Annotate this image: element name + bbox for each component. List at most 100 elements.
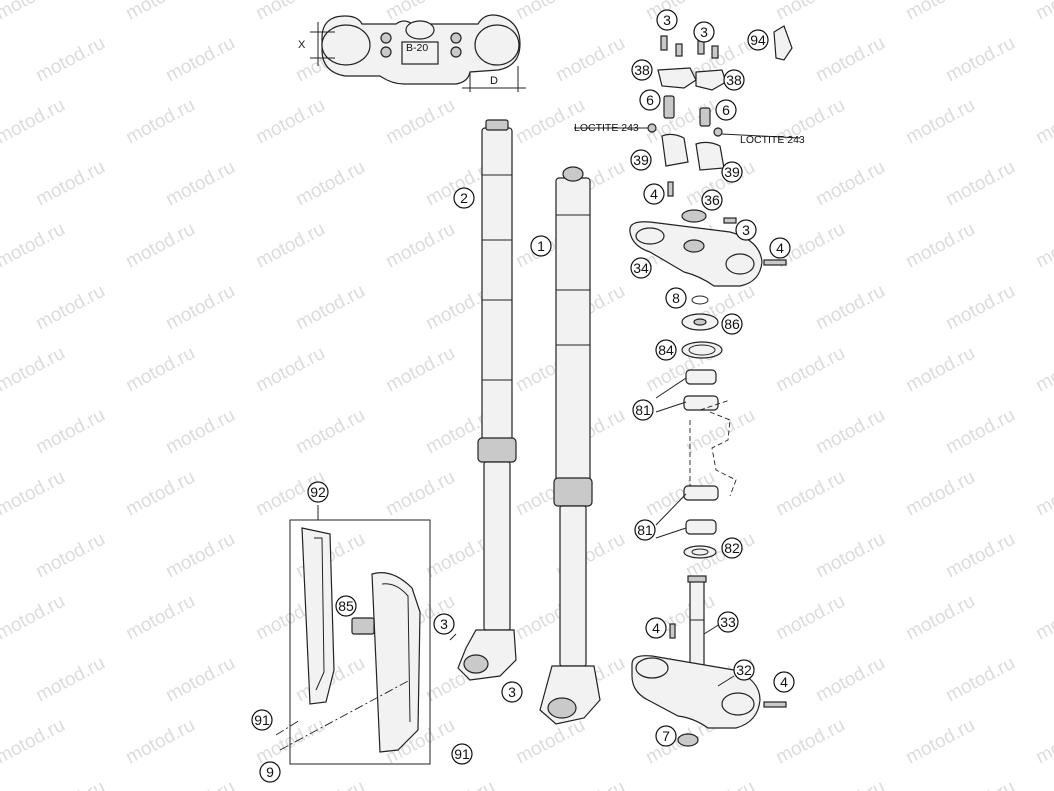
callout-c-6a: 6 [639, 89, 661, 111]
callout-number: 86 [724, 316, 740, 332]
watermark-text: motod.ru [162, 529, 238, 583]
callout-c-4c: 4 [645, 617, 667, 639]
callout-circle [630, 149, 652, 171]
watermark-text: motod.ru [902, 343, 978, 397]
callout-number: 9 [266, 764, 274, 780]
callout-circle [721, 313, 743, 335]
loctite-label-left: LOCTITE 243 [574, 122, 639, 134]
callout-number: 84 [658, 342, 674, 358]
watermark-text: motod.ru [0, 0, 69, 24]
callout-c-3e: 3 [501, 681, 523, 703]
callout-number: 39 [633, 152, 649, 168]
callout-number: 6 [646, 92, 654, 108]
watermark-text: motod.ru [0, 219, 69, 273]
callout-number: 32 [736, 662, 752, 678]
callout-number: 6 [722, 102, 730, 118]
callout-circle [632, 399, 654, 421]
watermark-text: motod.ru [812, 33, 888, 87]
callout-c-39b: 39 [721, 161, 743, 183]
callout-c-6b: 6 [715, 99, 737, 121]
callout-c-2: 2 [453, 187, 475, 209]
watermark-text: motod.ru [772, 467, 848, 521]
watermark-text: motod.ru [902, 219, 978, 273]
watermark-text: motod.ru [382, 95, 458, 149]
callout-circle [251, 709, 273, 731]
callout-c-3c: 3 [735, 219, 757, 241]
watermark-text: motod.ru [552, 777, 628, 791]
watermark-text: motod.ru [252, 219, 328, 273]
callout-circle [665, 287, 687, 309]
callout-number: 3 [700, 24, 708, 40]
callout-circle [701, 189, 723, 211]
watermark-text: motod.ru [122, 95, 198, 149]
callout-c-86: 86 [721, 313, 743, 335]
callout-c-81b: 81 [634, 519, 656, 541]
watermark-text: motod.ru [32, 653, 108, 707]
callout-circle [693, 21, 715, 43]
callout-number: 85 [338, 598, 354, 614]
callout-number: 38 [726, 72, 742, 88]
dimension-d-label: D [490, 75, 498, 87]
callout-number: 7 [662, 728, 670, 744]
callout-c-34: 34 [630, 257, 652, 279]
watermark-text: motod.ru [162, 157, 238, 211]
watermark-text: motod.ru [382, 343, 458, 397]
watermark-text: motod.ru [1032, 95, 1054, 149]
callout-c-81a: 81 [632, 399, 654, 421]
callout-circle [747, 29, 769, 51]
callout-number: 94 [750, 32, 766, 48]
callout-circle [453, 187, 475, 209]
callout-circle [655, 725, 677, 747]
callout-circle [723, 69, 745, 91]
watermark-text: motod.ru [0, 343, 69, 397]
watermark-text: motod.ru [942, 157, 1018, 211]
watermark-text: motod.ru [32, 33, 108, 87]
callout-circle [501, 681, 523, 703]
callout-circle [735, 219, 757, 241]
callout-number: 36 [704, 192, 720, 208]
watermark-text: motod.ru [382, 467, 458, 521]
callout-c-39a: 39 [630, 149, 652, 171]
callout-number: 3 [663, 12, 671, 28]
callout-number: 81 [637, 522, 653, 538]
callout-c-4a: 4 [643, 183, 665, 205]
watermark-text: motod.ru [902, 467, 978, 521]
watermark-text: motod.ru [512, 715, 588, 769]
fork-leg-right [539, 166, 601, 725]
watermark-text: motod.ru [942, 777, 1018, 791]
callout-number: 3 [440, 616, 448, 632]
watermark-text: motod.ru [122, 219, 198, 273]
callout-circle [655, 339, 677, 361]
callout-circle [656, 9, 678, 31]
watermark-text: motod.ru [162, 653, 238, 707]
fork-leg-left [457, 119, 517, 681]
callout-circle [530, 235, 552, 257]
watermark-text: motod.ru [812, 529, 888, 583]
watermark-text: motod.ru [0, 467, 69, 521]
callout-c-38a: 38 [631, 59, 653, 81]
watermark-text: motod.ru [122, 591, 198, 645]
callout-number: 81 [635, 402, 651, 418]
watermark-text: motod.ru [292, 405, 368, 459]
callout-c-91b: 91 [451, 743, 473, 765]
watermark-text: motod.ru [252, 95, 328, 149]
watermark-text: motod.ru [772, 343, 848, 397]
watermark-text: motod.ru [1032, 591, 1054, 645]
watermark-text: motod.ru [902, 95, 978, 149]
watermark-text: motod.ru [772, 715, 848, 769]
callout-number: 3 [742, 222, 750, 238]
watermark-text: motod.ru [812, 281, 888, 335]
callout-circle [630, 257, 652, 279]
callout-c-8: 8 [665, 287, 687, 309]
callout-circle [259, 761, 281, 783]
watermark-text: motod.ru [942, 653, 1018, 707]
watermark-text: motod.ru [32, 777, 108, 791]
callout-c-82: 82 [721, 537, 743, 559]
clamp-marking: B-20 [406, 42, 428, 54]
watermark-text: motod.ru [942, 281, 1018, 335]
loctite-label-right: LOCTITE 243 [740, 134, 805, 146]
callout-c-32: 32 [733, 659, 755, 681]
